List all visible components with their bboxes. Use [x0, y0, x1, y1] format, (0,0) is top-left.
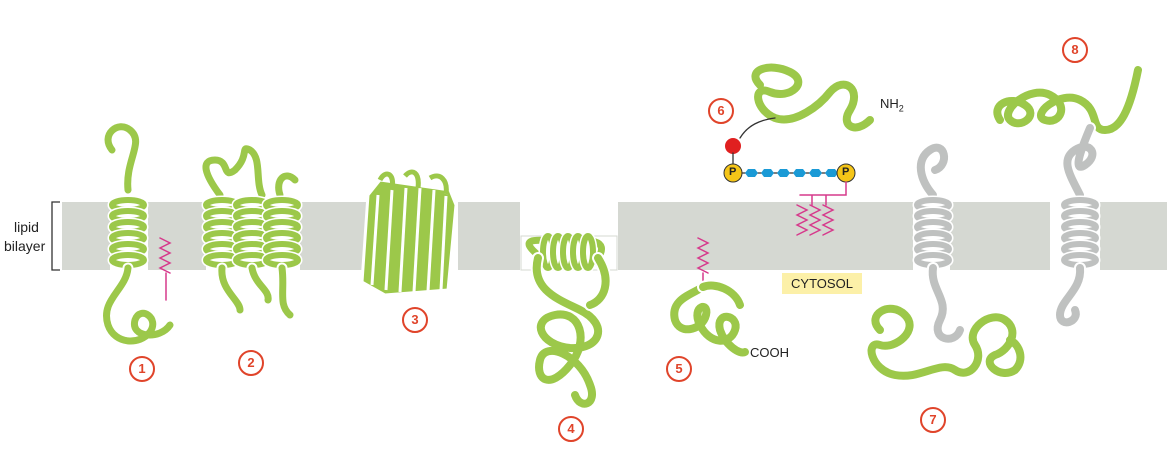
protein-number-8: 8 — [1062, 37, 1088, 63]
protein-number-1: 1 — [129, 356, 155, 382]
protein-number-2: 2 — [238, 350, 264, 376]
protein-2 — [200, 143, 298, 321]
phosphate-right-label: P — [842, 166, 850, 178]
protein-3 — [360, 169, 458, 297]
protein-4 — [525, 236, 612, 410]
protein-7 — [865, 141, 1027, 382]
phosphate-left-label: P — [729, 166, 737, 178]
protein-number-3: 3 — [402, 307, 428, 333]
protein-8 — [991, 64, 1144, 329]
protein-number-6: 6 — [708, 98, 734, 124]
protein-number-7: 7 — [920, 407, 946, 433]
cytosol-label: CYTOSOL — [782, 273, 862, 294]
protein-6 — [723, 61, 876, 236]
protein-1 — [101, 121, 176, 347]
protein-number-4: 4 — [558, 416, 584, 442]
bilayer-label-line1: lipid — [14, 219, 39, 235]
bilayer-label-line2: bilayer — [4, 238, 46, 254]
protein-5 — [668, 237, 751, 359]
bilayer-bracket — [51, 201, 60, 271]
cooh-label: COOH — [750, 345, 789, 360]
nh2-label: NH2 — [880, 96, 904, 114]
lipid-bilayer — [62, 202, 1167, 270]
protein-number-5: 5 — [666, 356, 692, 382]
